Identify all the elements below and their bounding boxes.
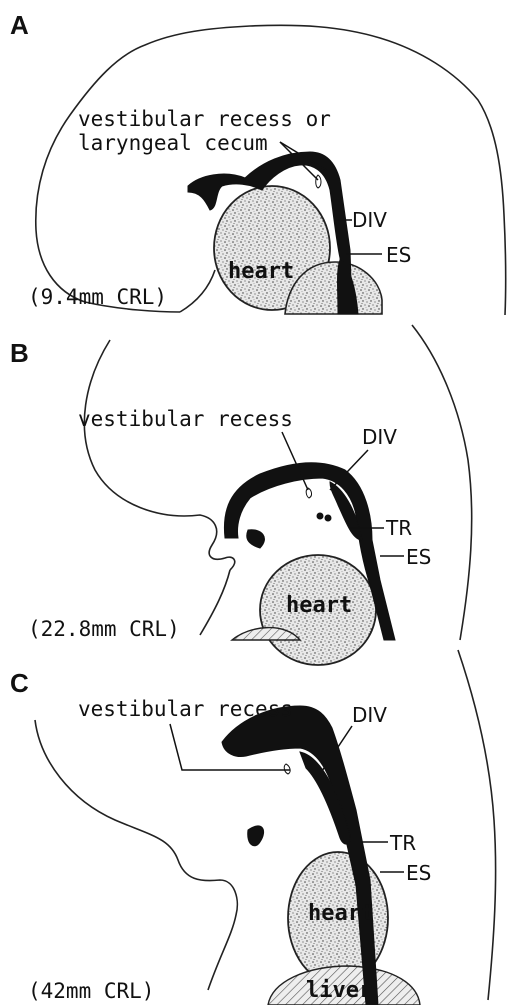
- panel-b-back-outline: [412, 325, 472, 640]
- panel-b-head-outline: [84, 340, 234, 570]
- panel-b-recess-dot2: [325, 515, 331, 521]
- panel-c-mouth-dark: [248, 826, 264, 846]
- panel-b-recess-dot1: [317, 513, 323, 519]
- panel-c-vestibular-label: vestibular recess: [78, 697, 293, 721]
- panel-a-vestibular-line1: vestibular recess or: [78, 107, 331, 131]
- panel-c-vestibular-recess: [284, 764, 290, 774]
- panel-c-stage: (42mm CRL): [28, 979, 154, 1003]
- panel-a-vestibular-line2: laryngeal cecum: [78, 131, 268, 155]
- panel-b: B vestibular recess DIV TR ES heart (22.…: [10, 325, 472, 665]
- panel-b-tr-label: TR: [385, 516, 412, 540]
- panel-b-vestibular-label: vestibular recess: [78, 407, 293, 431]
- panel-c-heart-label: heart: [308, 901, 374, 926]
- panel-c-tr-label: TR: [389, 831, 416, 855]
- panel-a-heart-label: heart: [228, 259, 294, 284]
- panel-c-liver-label: liver: [306, 978, 372, 1003]
- panel-b-es-label: ES: [406, 545, 431, 569]
- panel-c-back-outline: [458, 650, 496, 1000]
- panel-a-letter: A: [10, 10, 29, 40]
- panel-a-div-label: DIV: [352, 208, 387, 232]
- panel-b-stage: (22.8mm CRL): [28, 617, 180, 641]
- panel-a-es-label: ES: [386, 243, 411, 267]
- panel-a: A vestibular recess or laryngeal cecum D…: [10, 10, 506, 315]
- panel-c-head-outline: [35, 720, 237, 990]
- panel-b-div-label: DIV: [362, 425, 397, 449]
- panel-b-chin-outline: [200, 570, 230, 635]
- panel-c: C vestibular recess DIV TR ES heart live…: [10, 650, 496, 1005]
- panel-b-heart-label: heart: [286, 593, 352, 618]
- panel-a-jaw-outline: [180, 270, 215, 312]
- panel-a-laryngeal-cecum: [316, 175, 321, 188]
- panel-b-letter: B: [10, 338, 29, 368]
- panel-a-stage: (9.4mm CRL): [28, 285, 167, 309]
- panel-c-div-label: DIV: [352, 703, 387, 727]
- panel-c-letter: C: [10, 668, 29, 698]
- panel-b-mouth-dark: [247, 530, 265, 548]
- panel-c-es-label: ES: [406, 861, 431, 885]
